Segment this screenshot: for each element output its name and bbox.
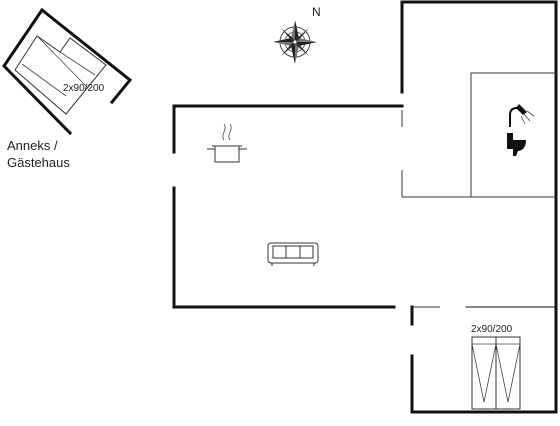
annex-wall-right bbox=[39, 7, 133, 105]
toilet-icon bbox=[507, 133, 526, 156]
annex-building: 2x90/200 bbox=[2, 7, 133, 136]
interior-walls bbox=[401, 72, 556, 198]
shower-icon bbox=[509, 104, 535, 127]
compass-north-label: N bbox=[312, 5, 321, 19]
stove-pot-icon bbox=[207, 123, 247, 163]
sofa-icon bbox=[267, 242, 319, 266]
bedroom-bed-size: 2x90/200 bbox=[471, 324, 513, 335]
wall-top-right bbox=[400, 0, 558, 414]
annex-wall-left bbox=[2, 7, 73, 136]
bed-icon bbox=[471, 336, 521, 410]
wall-living-left-bottom bbox=[172, 186, 396, 309]
annex-bed-size: 2x90/200 bbox=[63, 83, 105, 94]
main-house-walls bbox=[172, 0, 558, 414]
annex-bed-divider bbox=[36, 35, 89, 89]
compass-icon bbox=[273, 20, 317, 64]
annex-bed-cover-2 bbox=[21, 63, 67, 97]
annex-label-line2: Gästehaus bbox=[7, 155, 70, 170]
annex-bed-cover bbox=[59, 51, 96, 76]
annex-label: Anneks / Gästehaus bbox=[7, 137, 70, 171]
wall-living-top bbox=[172, 104, 404, 154]
annex-label-line1: Anneks / bbox=[7, 138, 58, 153]
bathroom-wall bbox=[470, 72, 556, 197]
annex-bed-outline bbox=[14, 35, 107, 115]
